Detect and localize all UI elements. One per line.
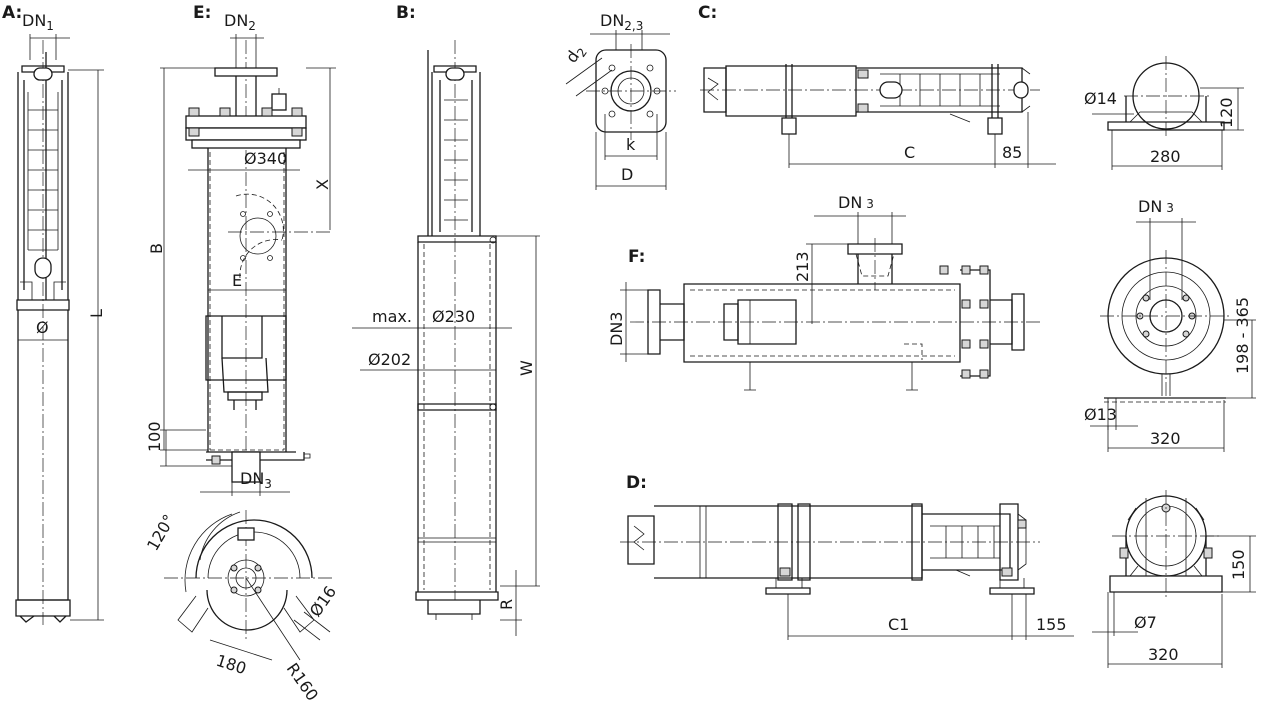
- view-e-dn-top-sub: 2: [248, 19, 256, 33]
- view-e-angle: 120°: [143, 511, 179, 554]
- view-b-r: R: [497, 599, 516, 610]
- view-e-tank: [185, 40, 330, 483]
- view-f-dn-left: DN3: [607, 312, 626, 346]
- view-b-label: B:: [396, 3, 416, 23]
- view-c-d14: Ø14: [1084, 89, 1117, 108]
- view-f-w320: 320: [1150, 429, 1181, 448]
- view-f-end-view: DN 3 198 - 365 Ø13 320: [1084, 197, 1256, 452]
- view-f-dn-right: DN: [1138, 197, 1162, 216]
- view-a-length-dimension: L: [68, 69, 106, 621]
- view-f-range: 198 - 365: [1233, 297, 1252, 374]
- view-c-c: C: [904, 143, 915, 162]
- view-a-dn: DN: [22, 11, 46, 30]
- view-d-c155: 155: [1036, 615, 1067, 634]
- view-b-d230: Ø230: [432, 307, 475, 326]
- svg-text:DN3: DN3: [240, 469, 272, 491]
- view-e-dn-bottom: DN: [240, 469, 264, 488]
- view-b-w: W: [517, 360, 536, 376]
- view-d: D: C1: [620, 473, 1256, 668]
- view-c-end-view: Ø14 120 280: [1084, 56, 1244, 170]
- view-a-pump-body: [15, 40, 71, 625]
- view-e-dn-top-dimension: DN2: [224, 11, 264, 68]
- view-f-h213: 213: [793, 251, 812, 282]
- view-d-label: D:: [626, 473, 647, 493]
- svg-text:DN1: DN1: [22, 11, 54, 33]
- flange-k: k: [626, 135, 636, 154]
- svg-text:DN3: DN 3: [838, 193, 874, 212]
- view-b: B: max. Ø230 Ø202: [352, 3, 540, 636]
- view-a-diameter-dimension: Ø: [18, 318, 68, 341]
- view-e-d16: Ø16: [306, 582, 340, 620]
- view-b-pump-body: [415, 40, 499, 620]
- view-c-c85: 85: [1002, 143, 1022, 162]
- view-d-dimensions: C1 155: [787, 594, 1074, 640]
- view-d-w320: 320: [1148, 645, 1179, 664]
- view-b-max: max.: [372, 307, 412, 326]
- view-c-w280: 280: [1150, 147, 1181, 166]
- view-e-e: E: [232, 271, 242, 290]
- view-c-label: C:: [698, 3, 717, 23]
- view-d-d7: Ø7: [1134, 613, 1157, 632]
- view-e-x: X: [313, 179, 332, 190]
- view-e-b: B: [147, 243, 166, 254]
- view-f-label: F:: [628, 247, 645, 267]
- view-a-diameter: Ø: [36, 318, 49, 337]
- view-c-dimensions: C 85: [788, 112, 1056, 168]
- svg-text:DN3: DN 3: [1138, 197, 1174, 216]
- svg-text:d2: d2: [562, 41, 590, 68]
- view-e-r160: R160: [283, 659, 322, 703]
- view-f-dn-top: DN: [838, 193, 862, 212]
- svg-text:DN2,3: DN2,3: [600, 11, 643, 33]
- view-f-dn-right-sub: 3: [1166, 201, 1174, 215]
- view-f-tank: [630, 238, 1040, 391]
- view-b-dimensions: max. Ø230 Ø202 W R: [352, 235, 540, 636]
- view-f: F:: [607, 193, 1256, 452]
- view-d-pump-body: [620, 503, 1040, 595]
- view-c-pump-body: [700, 64, 1040, 135]
- view-d-h150: 150: [1229, 549, 1248, 580]
- view-e-label: E:: [193, 3, 211, 23]
- flange-detail: DN2,3 d2 k D: [562, 11, 676, 190]
- flange-d: D: [621, 165, 633, 184]
- svg-text:DN2: DN2: [224, 11, 256, 33]
- view-e-dn-top: DN: [224, 11, 248, 30]
- view-a-length: L: [87, 309, 106, 318]
- view-c: C: C 85: [698, 3, 1244, 170]
- view-b-d202: Ø202: [368, 350, 411, 369]
- view-e-dn-bottom-sub: 3: [264, 477, 272, 491]
- view-c-h120: 120: [1217, 97, 1236, 128]
- flange-dn-dimension: DN2,3: [590, 11, 670, 66]
- view-a-dn-dimension: DN1: [22, 11, 70, 60]
- view-f-d13: Ø13: [1084, 405, 1117, 424]
- view-f-dn-top-sub: 3: [866, 197, 874, 211]
- flange-dn: DN: [600, 11, 624, 30]
- view-e-diameter: Ø340: [244, 149, 287, 168]
- view-e-dimensions: X Ø340 B E 100 DN3: [145, 67, 336, 496]
- view-d-c1: C1: [888, 615, 909, 634]
- flange-dn-sub: 2,3: [624, 19, 643, 33]
- view-e: E: DN2: [143, 3, 340, 703]
- view-e-w180: 180: [214, 651, 249, 679]
- view-d-end-view: 150 Ø7 320: [1092, 490, 1256, 668]
- view-a-dn-sub: 1: [46, 19, 54, 33]
- view-e-base-plan: 120° 180 R160 Ø16: [143, 510, 340, 703]
- view-a-label: A:: [2, 3, 22, 23]
- view-e-h100: 100: [145, 421, 164, 452]
- view-a: A: DN1 Ø: [2, 3, 106, 625]
